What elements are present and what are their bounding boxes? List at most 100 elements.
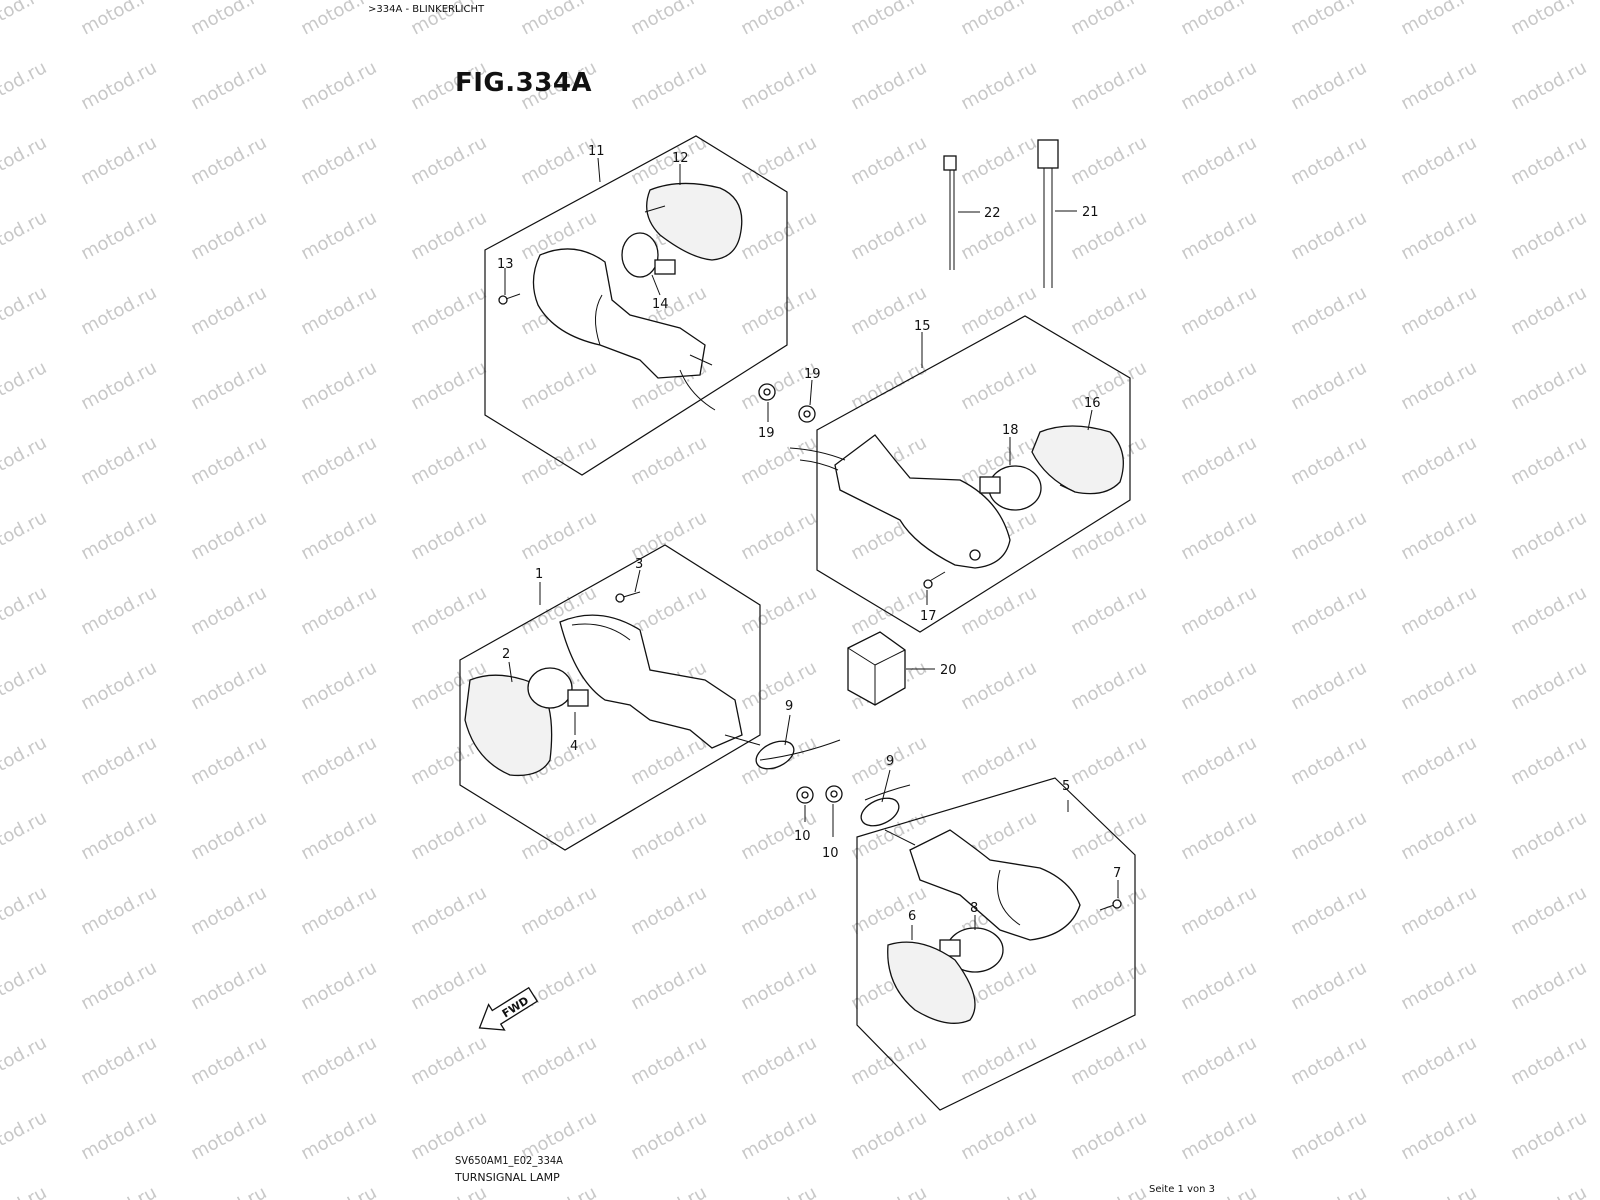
watermark-text: motod.ru xyxy=(957,357,1040,414)
watermark-text: motod.ru xyxy=(1177,207,1260,264)
watermark-text: motod.ru xyxy=(737,132,820,189)
watermark-text: motod.ru xyxy=(1067,1107,1150,1164)
watermark-text: motod.ru xyxy=(407,1032,490,1089)
watermark-text: motod.ru xyxy=(0,57,50,114)
watermark-text: motod.ru xyxy=(1067,1032,1150,1089)
watermark-text: motod.ru xyxy=(297,132,380,189)
watermark-text: motod.ru xyxy=(957,1182,1040,1200)
watermark-text: motod.ru xyxy=(1287,882,1370,939)
watermark-text: motod.ru xyxy=(1507,1032,1590,1089)
watermark-text: motod.ru xyxy=(1177,432,1260,489)
watermark-text: motod.ru xyxy=(1397,432,1480,489)
callout-1: 1 xyxy=(535,567,543,582)
watermark-text: motod.ru xyxy=(297,282,380,339)
watermark-text: motod.ru xyxy=(1287,282,1370,339)
watermark-text: motod.ru xyxy=(187,507,270,564)
watermark-text: motod.ru xyxy=(737,57,820,114)
watermark-text: motod.ru xyxy=(297,507,380,564)
watermark-text: motod.ru xyxy=(957,132,1040,189)
callout-5: 5 xyxy=(1062,779,1070,794)
watermark-text: motod.ru xyxy=(1507,432,1590,489)
watermark-text: motod.ru xyxy=(1177,1107,1260,1164)
watermark-text: motod.ru xyxy=(1177,732,1260,789)
callout-9b: 9 xyxy=(886,754,894,769)
watermark-text: motod.ru xyxy=(77,1182,160,1200)
watermark-text: motod.ru xyxy=(1397,1182,1480,1200)
watermark-text: motod.ru xyxy=(1067,582,1150,639)
watermark-text: motod.ru xyxy=(1177,507,1260,564)
watermark-text: motod.ru xyxy=(627,132,710,189)
watermark-text: motod.ru xyxy=(627,882,710,939)
watermark-text: motod.ru xyxy=(1287,207,1370,264)
watermark-text: motod.ru xyxy=(1067,282,1150,339)
watermark-text: motod.ru xyxy=(737,207,820,264)
watermark-text: motod.ru xyxy=(847,207,930,264)
watermark-text: motod.ru xyxy=(0,0,50,39)
watermark-text: motod.ru xyxy=(1177,357,1260,414)
callout-13: 13 xyxy=(497,257,514,272)
watermark-text: motod.ru xyxy=(1397,957,1480,1014)
callout-11: 11 xyxy=(588,144,605,159)
watermark-text: motod.ru xyxy=(187,582,270,639)
callout-19b: 19 xyxy=(758,426,775,441)
callout-14: 14 xyxy=(652,297,669,312)
watermark-text: motod.ru xyxy=(1177,957,1260,1014)
watermark-text: motod.ru xyxy=(77,0,160,39)
watermark-text: motod.ru xyxy=(0,507,50,564)
watermark-text: motod.ru xyxy=(1287,732,1370,789)
watermark-text: motod.ru xyxy=(1177,0,1260,39)
watermark-text: motod.ru xyxy=(957,1107,1040,1164)
watermark-text: motod.ru xyxy=(0,1107,50,1164)
watermark-text: motod.ru xyxy=(1397,1032,1480,1089)
loose-parts xyxy=(755,139,1059,827)
watermark-text: motod.ru xyxy=(1287,657,1370,714)
watermark-text: motod.ru xyxy=(0,732,50,789)
watermark-text: motod.ru xyxy=(77,1032,160,1089)
watermark-text: motod.ru xyxy=(627,432,710,489)
callout-20: 20 xyxy=(940,663,957,678)
watermark-text: motod.ru xyxy=(297,882,380,939)
watermark-text: motod.ru xyxy=(1287,57,1370,114)
callout-12: 12 xyxy=(672,151,689,166)
watermark-text: motod.ru xyxy=(407,582,490,639)
watermark-text: motod.ru xyxy=(737,657,820,714)
watermark-text: motod.ru xyxy=(407,207,490,264)
watermark-text: motod.ru xyxy=(1287,507,1370,564)
watermark-text: motod.ru xyxy=(627,57,710,114)
watermark-text: motod.ru xyxy=(77,657,160,714)
assembly-11-box xyxy=(484,135,788,476)
callout-8: 8 xyxy=(970,901,978,916)
watermark-text: motod.ru xyxy=(187,282,270,339)
watermark-text: motod.ru xyxy=(1397,0,1480,39)
figure-title: FIG.334A xyxy=(455,68,593,98)
watermark-text: motod.ru xyxy=(737,957,820,1014)
callout-22: 22 xyxy=(984,206,1001,221)
watermark-text: motod.ru xyxy=(0,357,50,414)
callout-9a: 9 xyxy=(785,699,793,714)
watermark-text: motod.ru xyxy=(1177,282,1260,339)
watermark-text: motod.ru xyxy=(77,432,160,489)
watermark-text: motod.ru xyxy=(1507,957,1590,1014)
watermark-text: motod.ru xyxy=(77,732,160,789)
watermark-text: motod.ru xyxy=(1507,357,1590,414)
watermark-text: motod.ru xyxy=(407,957,490,1014)
watermark-text: motod.ru xyxy=(627,957,710,1014)
watermark-text: motod.ru xyxy=(1177,1032,1260,1089)
watermark-text: motod.ru xyxy=(737,582,820,639)
watermark-text: motod.ru xyxy=(847,132,930,189)
watermark-text: motod.ru xyxy=(0,582,50,639)
page-indicator: Seite 1 von 3 xyxy=(1149,1184,1215,1195)
watermark-text: motod.ru xyxy=(1507,57,1590,114)
watermark-text: motod.ru xyxy=(1397,282,1480,339)
watermark-text: motod.ru xyxy=(1287,957,1370,1014)
callout-3: 3 xyxy=(635,557,643,572)
callout-6: 6 xyxy=(908,909,916,924)
assembly-5-box xyxy=(856,777,1136,1111)
watermark-text: motod.ru xyxy=(187,432,270,489)
watermark-text: motod.ru xyxy=(957,582,1040,639)
watermark-text: motod.ru xyxy=(1067,0,1150,39)
watermark-text: motod.ru xyxy=(407,282,490,339)
watermark-text: motod.ru xyxy=(1397,357,1480,414)
watermark-text: motod.ru xyxy=(187,657,270,714)
watermark-text: motod.ru xyxy=(1397,507,1480,564)
